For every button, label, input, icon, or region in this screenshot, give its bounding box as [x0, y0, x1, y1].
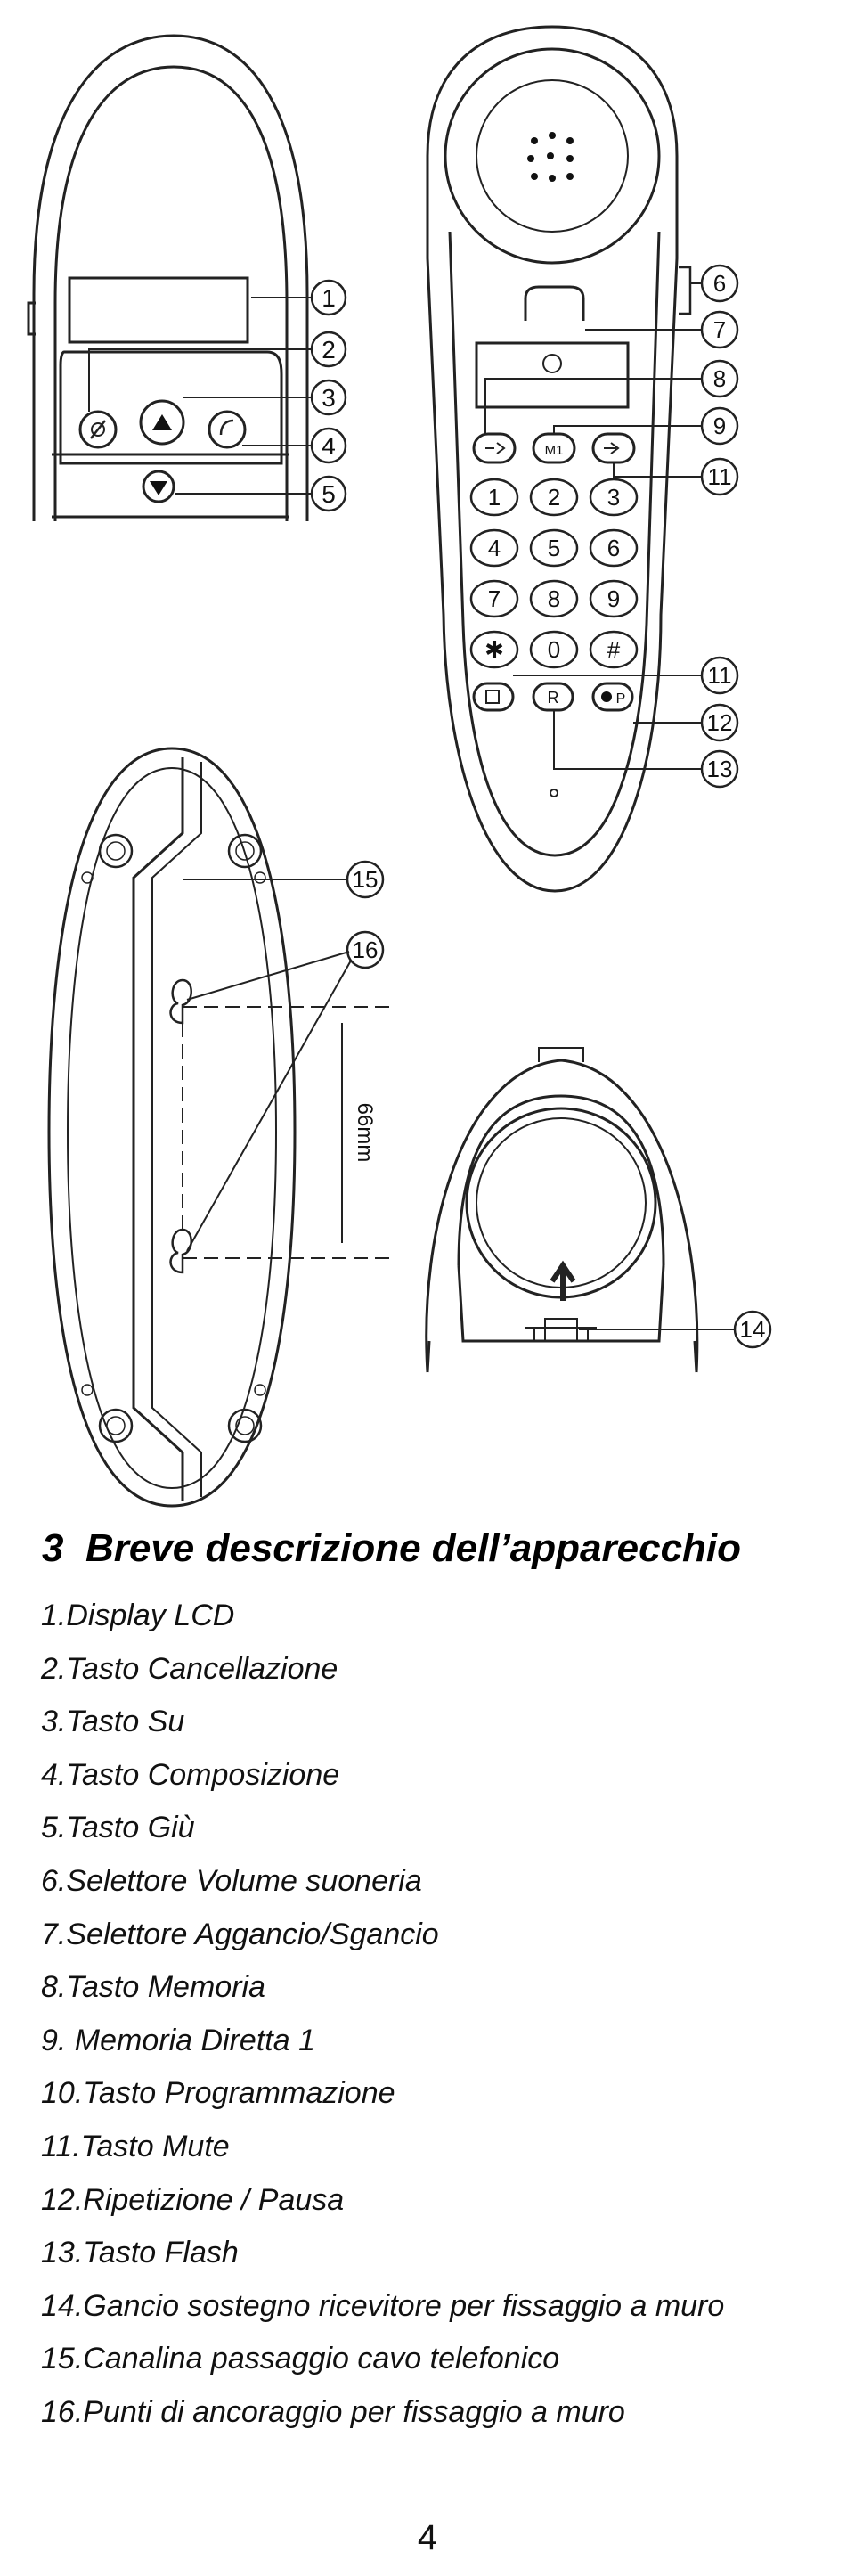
base-unit-view: 1 2 3 4 5 — [27, 34, 347, 521]
callout-label: 1 — [322, 284, 336, 312]
callout-label: 9 — [713, 413, 726, 439]
lcd-display — [68, 276, 249, 344]
list-item: 16.Punti di ancoraggio per fissaggio a m… — [41, 2394, 625, 2429]
keypad-key: 5 — [548, 535, 560, 561]
list-item: 9. Memoria Diretta 1 — [41, 2023, 315, 2057]
callout-label: 6 — [713, 270, 726, 297]
callout-label: 14 — [740, 1316, 766, 1343]
list-item: 7.Selettore Aggancio/Sgancio — [41, 1917, 439, 1951]
volume-switch — [679, 266, 692, 315]
handset-lcd — [475, 341, 630, 409]
page-number: 4 — [417, 2518, 438, 2557]
callout-label: 8 — [713, 365, 726, 392]
callout-label: 3 — [322, 384, 336, 412]
phone-diagram: 1 2 3 4 5 M1 — [27, 25, 772, 1508]
down-key — [142, 470, 175, 503]
keypad-key: 4 — [488, 535, 501, 561]
list-item: 2.Tasto Cancellazione — [41, 1651, 338, 1686]
parts-list: 1.Display LCD 2.Tasto Cancellazione 3.Ta… — [41, 1590, 724, 2440]
mounting-slot — [169, 978, 192, 1025]
list-item: 1.Display LCD — [41, 1599, 235, 1632]
dial-key — [208, 410, 247, 449]
callout-label: 11 — [708, 463, 732, 490]
keypad-key: 1 — [488, 484, 501, 511]
list-item: 15.Canalina passaggio cavo telefonico — [41, 2342, 560, 2376]
mounting-slot — [169, 1228, 192, 1274]
keypad-key: ✱ — [484, 636, 504, 663]
list-item: 10.Tasto Programmazione — [41, 2076, 395, 2111]
hook-switch — [524, 285, 585, 321]
list-item: 5.Tasto Giù — [41, 1811, 195, 1845]
callout-label: 15 — [353, 866, 379, 893]
callout-label: 2 — [322, 336, 336, 364]
list-item: 14.Gancio sostegno ricevitore per fissag… — [41, 2288, 725, 2323]
hook-tab — [544, 1318, 578, 1342]
keypad-key: 9 — [607, 585, 620, 612]
m1-key-label: M1 — [545, 443, 564, 458]
delete-key — [78, 410, 118, 449]
list-item: 8.Tasto Memoria — [41, 1970, 265, 2005]
list-item: 6.Selettore Volume suoneria — [41, 1863, 422, 1898]
list-item: 11.Tasto Mute — [41, 2129, 230, 2163]
callout-label: 5 — [322, 480, 336, 508]
keypad-key: 0 — [548, 636, 560, 663]
dimension-label: 66mm — [353, 1103, 377, 1163]
list-item: 13.Tasto Flash — [41, 2236, 239, 2270]
list-item: 4.Tasto Composizione — [41, 1757, 340, 1792]
callout-label: 16 — [353, 936, 379, 963]
keypad-key: 8 — [548, 585, 560, 612]
keypad-key: 3 — [607, 484, 620, 511]
keypad-key: 7 — [488, 585, 501, 612]
up-key — [139, 399, 185, 446]
cable-channel — [132, 757, 184, 1501]
keypad-key: 2 — [548, 484, 560, 511]
section-heading: 3 Breve descrizione dell’apparecchio — [42, 1525, 741, 1572]
keypad-key: # — [607, 636, 621, 663]
callout-label: 4 — [322, 432, 336, 460]
section-title: Breve descrizione dell’apparecchio — [85, 1526, 742, 1570]
handset-view: M1 1 2 3 4 5 6 7 8 9 ✱ 0 # R P — [426, 25, 739, 893]
callout-label: 13 — [707, 756, 733, 782]
section-number: 3 — [42, 1526, 64, 1570]
pause-key-label: P — [616, 691, 626, 707]
flash-key-label: R — [548, 689, 559, 707]
callout-label: 12 — [707, 709, 733, 736]
list-item: 3.Tasto Su — [41, 1705, 185, 1739]
base-underside-view: 66mm 15 16 — [47, 747, 390, 1508]
callout-label: 7 — [713, 316, 726, 343]
earpiece — [444, 47, 661, 265]
earpiece-holes-icon — [527, 132, 574, 182]
wall-hook-detail: 14 — [425, 1047, 772, 1373]
list-item: 12.Ripetizione / Pausa — [41, 2182, 345, 2217]
callout-label: 11 — [708, 662, 732, 689]
keypad-key: 6 — [607, 535, 620, 561]
